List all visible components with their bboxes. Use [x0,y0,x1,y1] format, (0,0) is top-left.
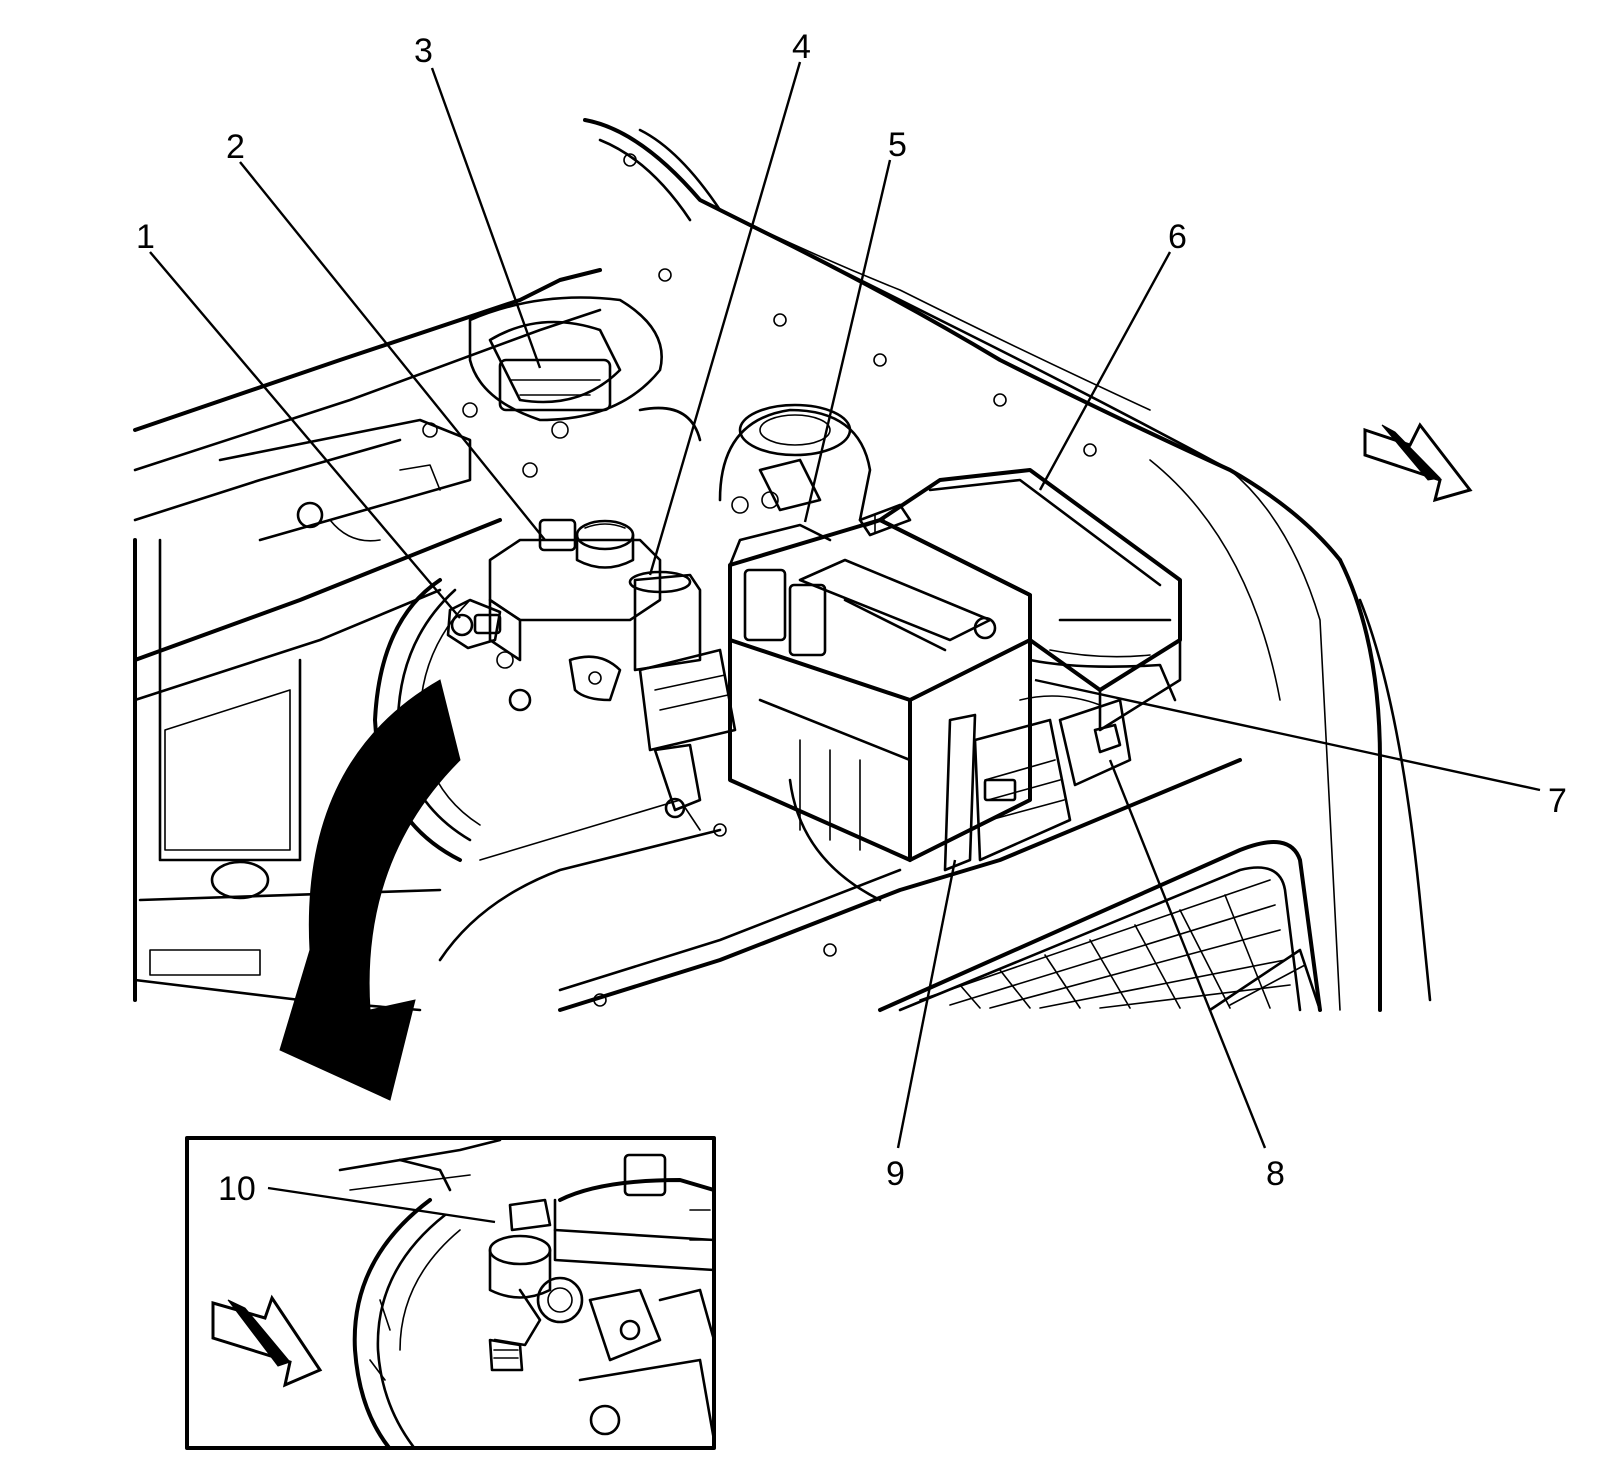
engine-bay-illustration [133,118,1432,1012]
leader-line-3 [430,67,542,369]
leader-line-5 [803,159,892,523]
callout-7: 7 [1548,782,1567,820]
front-direction-arrow-icon [1363,422,1473,503]
curved-view-arrow-icon [279,679,461,1101]
hood-outline [583,118,1432,1012]
strut-tower-left [462,296,702,478]
leader-lines [149,61,1541,1224]
inset-front-direction-arrow-icon [211,1294,323,1388]
callout-4: 4 [792,28,811,66]
inset-illustration [338,1140,712,1446]
leader-line-1 [149,251,461,619]
grille-mesh [919,879,1291,1009]
callout-1: 1 [136,218,155,256]
brake-booster [373,578,532,862]
callout-3: 3 [414,32,433,70]
callout-6: 6 [1168,218,1187,256]
vehicle-body-outline [133,268,602,1012]
leader-line-9 [896,859,957,1149]
leader-line-2 [239,161,546,541]
leader-line-7 [1034,678,1541,792]
callout-2: 2 [226,128,245,166]
front-grille [878,840,1322,1012]
leader-line-6 [1038,251,1172,491]
inset-frame [185,1136,716,1450]
brake-master-cylinder [488,518,737,819]
callout-8: 8 [1266,1155,1285,1193]
callout-9: 9 [886,1155,905,1193]
battery-tray-and-module [943,695,1132,872]
inset-detail [185,1136,716,1450]
callout-numbers: 1 2 3 4 5 6 7 8 9 10 [136,28,1567,1208]
leader-line-4 [648,61,802,576]
fuse-block-cover [878,468,1182,732]
callout-10: 10 [218,1170,256,1208]
callout-5: 5 [888,126,907,164]
cowl-details [218,153,1097,542]
radiator-support [438,758,1242,1012]
strut-tower-right [718,403,872,522]
leader-line-8 [1108,759,1267,1149]
leader-line-10 [267,1186,496,1224]
battery [728,503,1032,862]
